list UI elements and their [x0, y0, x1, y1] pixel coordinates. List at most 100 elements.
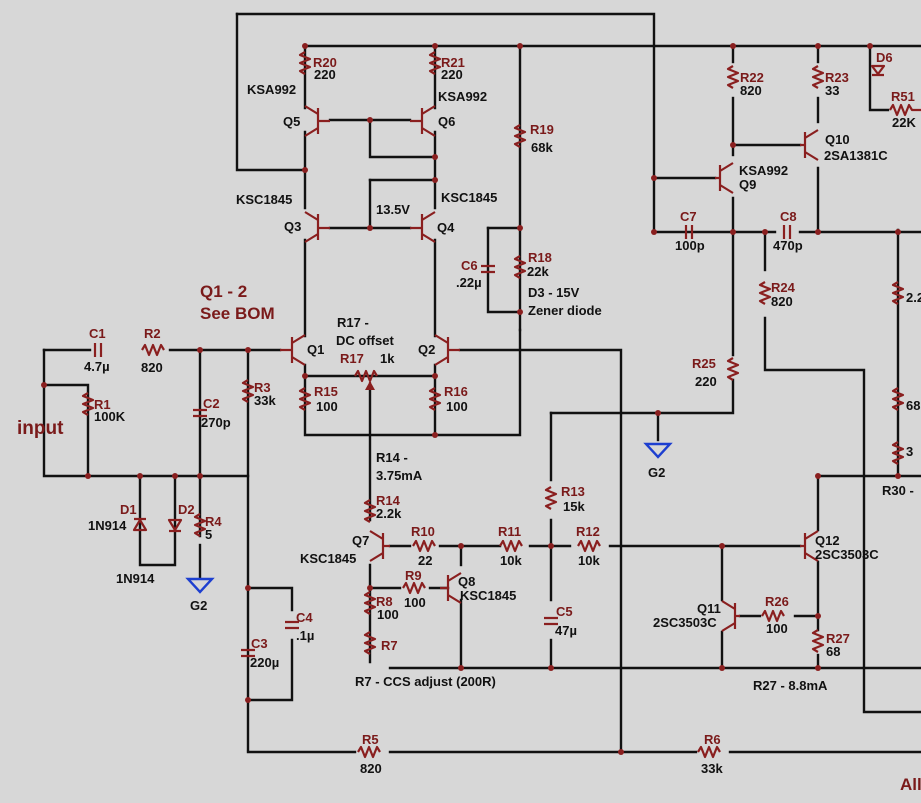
q12-header-label: Q1 - 2: [200, 282, 247, 301]
q12-label: Q12: [815, 533, 840, 548]
r25-resistor: [726, 357, 740, 381]
q10-transistor: [800, 129, 819, 161]
q12-transistor: [800, 530, 819, 562]
edge-value-3: 3: [906, 444, 913, 459]
r15-label: R15: [314, 384, 338, 399]
r11-label: R11: [498, 524, 521, 539]
r17-label: R17: [340, 351, 364, 366]
q7-type-label: KSC1845: [300, 551, 356, 566]
r17-wiper-arrow: [365, 381, 375, 390]
d6-label: D6: [876, 50, 893, 65]
r25-value: 220: [695, 374, 717, 389]
r25-label: R25: [692, 356, 716, 371]
c5-value: 47µ: [555, 623, 577, 638]
r23-resistor: [811, 65, 825, 89]
q4-type-label: KSC1845: [441, 190, 497, 205]
r27-label: R27: [826, 631, 850, 646]
r51-resistor: [889, 103, 921, 117]
c4-value: .1µ: [296, 628, 314, 643]
r21-value: 220: [441, 67, 463, 82]
c1-capacitor: [93, 343, 103, 357]
c4-label: C4: [296, 610, 313, 625]
r18-value: 22k: [527, 264, 549, 279]
r26-value: 100: [766, 621, 788, 636]
r4-label: R4: [205, 514, 222, 529]
text-labels: input Q1 - 2 See BOM R17 - DC offset R14…: [17, 50, 921, 794]
r10-value: 22: [418, 553, 432, 568]
d1-value: 1N914: [88, 518, 127, 533]
r7-resistor: [363, 631, 377, 655]
dc-offset-label: DC offset: [336, 333, 394, 348]
q6-label: Q6: [438, 114, 455, 129]
q9-type-label: KSA992: [739, 163, 788, 178]
c8-value: 470p: [773, 238, 803, 253]
r24-label: R24: [771, 280, 796, 295]
r4-resistor: [193, 513, 207, 537]
r8-value: 100: [377, 607, 399, 622]
r20-label: R20: [313, 55, 337, 70]
r6-value: 33k: [701, 761, 723, 776]
r9-resistor: [402, 581, 426, 595]
q5-label: Q5: [283, 114, 300, 129]
r7-label: R7: [381, 638, 398, 653]
r10-resistor: [412, 539, 436, 553]
r23-value: 33: [825, 83, 839, 98]
r13-value: 15k: [563, 499, 585, 514]
q1-transistor: [280, 334, 306, 366]
d3-note-label: D3 - 15V: [528, 285, 580, 300]
r3-value: 33k: [254, 393, 276, 408]
edge-value-2: 68: [906, 398, 920, 413]
d2-label: D2: [178, 502, 195, 517]
r9-value: 100: [404, 595, 426, 610]
r9-label: R9: [405, 568, 422, 583]
r24-resistor: [758, 281, 772, 305]
corner-label: All: [900, 775, 921, 794]
r19-resistor: [513, 124, 527, 148]
r24-value: 820: [771, 294, 793, 309]
capacitors: [93, 225, 792, 658]
c3-value: 220µ: [250, 655, 279, 670]
c7-value: 100p: [675, 238, 705, 253]
d6-diode: [870, 64, 886, 77]
r12-label: R12: [576, 524, 600, 539]
c6-capacitor: [481, 264, 495, 274]
r30-note-label: R30 -: [882, 483, 914, 498]
c6-value: .22µ: [456, 275, 482, 290]
q3-label: Q3: [284, 219, 301, 234]
r20-resistor: [298, 51, 312, 75]
r5-label: R5: [362, 732, 379, 747]
see-bom-label: See BOM: [200, 304, 275, 323]
r1-resistor: [81, 392, 95, 416]
q10-label: Q10: [825, 132, 850, 147]
wires: [42, 12, 921, 754]
q9-label: Q9: [739, 177, 756, 192]
r2-resistor: [141, 343, 165, 357]
c3-label: C3: [251, 636, 268, 651]
c5-capacitor: [544, 616, 558, 626]
r26-label: R26: [765, 594, 789, 609]
r12-value: 10k: [578, 553, 600, 568]
ground-g2-right-icon: [643, 442, 673, 459]
r26-resistor: [761, 609, 785, 623]
r2-label: R2: [144, 326, 161, 341]
q8-transistor: [440, 572, 462, 604]
q10-type-label: 2SA1381C: [824, 148, 888, 163]
q11-label: Q11: [697, 601, 721, 616]
c4-capacitor: [285, 620, 299, 630]
q9-transistor: [715, 162, 734, 194]
r14-value: 2.2k: [376, 506, 402, 521]
r27-resistor: [811, 629, 825, 653]
r1-label: R1: [94, 397, 111, 412]
q2-label: Q2: [418, 342, 435, 357]
r6-resistor: [697, 745, 721, 759]
q5-type-label: KSA992: [247, 82, 296, 97]
diodes: [132, 64, 886, 533]
r27-value: 68: [826, 644, 840, 659]
ground-g2-left-icon: [185, 577, 215, 594]
r18-label: R18: [528, 250, 552, 265]
c6-label: C6: [461, 258, 478, 273]
r15-resistor: [298, 387, 312, 411]
c2-value: 270p: [201, 415, 231, 430]
edge-value-1: 2.2: [906, 290, 921, 305]
voltage-label: 13.5V: [376, 202, 410, 217]
